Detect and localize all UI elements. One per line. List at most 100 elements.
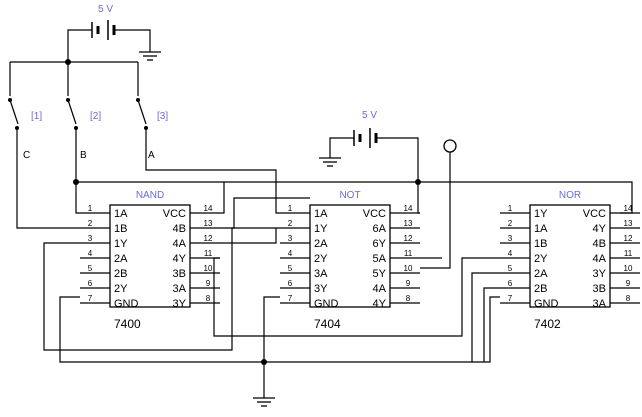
middle-battery-symbol xyxy=(353,128,378,148)
pin-label: 4A xyxy=(173,238,187,250)
pin-number: 8 xyxy=(406,294,411,303)
pin-label: 2A xyxy=(314,238,328,250)
pin-label: 3A xyxy=(593,298,607,310)
pin-label: 3A xyxy=(173,283,187,295)
pin-number: 7 xyxy=(288,294,293,303)
switch-2: [2] B xyxy=(66,62,101,214)
pin-label: VCC xyxy=(163,208,186,220)
pin-number: 12 xyxy=(404,234,413,243)
pin-number: 9 xyxy=(406,279,411,288)
pin-number: 6 xyxy=(288,279,293,288)
pin-number: 11 xyxy=(204,249,213,258)
pin-label: 1A xyxy=(114,208,128,220)
switch-1-tag: [1] xyxy=(31,111,42,122)
pin-label: GND xyxy=(534,298,559,310)
pin-label: 3A xyxy=(314,268,328,280)
pin-number: 7 xyxy=(508,294,513,303)
chip-type-label: NOT xyxy=(339,190,360,201)
pin-label: 2Y xyxy=(534,253,548,265)
top-battery-symbol xyxy=(91,20,116,40)
switch-2-tag: [2] xyxy=(90,111,101,122)
output-probe xyxy=(420,139,457,269)
pin-label: 3Y xyxy=(314,283,328,295)
top-power-supply: 5 V xyxy=(10,4,161,65)
gnd-junction-dot xyxy=(261,359,267,365)
pin-number: 8 xyxy=(626,294,631,303)
pin-label: 2B xyxy=(534,283,547,295)
pin-number: 14 xyxy=(404,204,413,213)
pin-label: 2B xyxy=(114,268,127,280)
pin-number: 5 xyxy=(88,264,93,273)
switch-3-tag: [3] xyxy=(157,111,168,122)
pin-number: 10 xyxy=(204,264,213,273)
pin-label: 4Y xyxy=(173,253,187,265)
pin-label: 1Y xyxy=(114,238,128,250)
pin-label: VCC xyxy=(583,208,606,220)
pin-label: 4B xyxy=(593,238,606,250)
chip-type-label: NOR xyxy=(559,190,581,201)
pin-number: 11 xyxy=(624,249,633,258)
pin-label: 1A xyxy=(314,208,328,220)
pin-number: 2 xyxy=(508,219,513,228)
pin-number: 1 xyxy=(508,204,513,213)
chip-part-number: 7404 xyxy=(314,317,341,331)
middle-ground-icon xyxy=(319,157,341,167)
pin-number: 12 xyxy=(204,234,213,243)
top-ground-icon xyxy=(139,51,161,61)
pin-number: 2 xyxy=(88,219,93,228)
pin-label: 4A xyxy=(593,253,607,265)
pin-label: 6A xyxy=(373,223,387,235)
probe-icon xyxy=(443,139,457,153)
pin-label: 3B xyxy=(173,268,186,280)
pin-number: 13 xyxy=(624,219,633,228)
pin-label: 4B xyxy=(173,223,186,235)
pin-number: 4 xyxy=(288,249,293,258)
pin-number: 11 xyxy=(404,249,413,258)
switch-3: [3] A xyxy=(136,62,280,214)
pin-number: 13 xyxy=(404,219,413,228)
chip-part-number: 7402 xyxy=(534,317,561,331)
pin-number: 1 xyxy=(288,204,293,213)
pin-label: 5Y xyxy=(373,268,387,280)
pin-label: 1A xyxy=(534,223,548,235)
pin-label: 1B xyxy=(114,223,127,235)
pin-number: 2 xyxy=(288,219,293,228)
pin-label: 1Y xyxy=(534,208,548,220)
chip-body xyxy=(309,204,391,308)
pin-label: 2A xyxy=(114,253,128,265)
pin-number: 6 xyxy=(508,279,513,288)
pin-label: 4A xyxy=(373,283,387,295)
switch-1-signal: C xyxy=(23,150,30,161)
pin-label: GND xyxy=(114,298,139,310)
bottom-ground-icon xyxy=(253,397,275,407)
pin-label: 3B xyxy=(593,283,606,295)
switch-1: [1] C xyxy=(8,62,80,229)
pin-number: 5 xyxy=(508,264,513,273)
pin-number: 7 xyxy=(88,294,93,303)
pin-number: 1 xyxy=(88,204,93,213)
pin-number: 3 xyxy=(88,234,93,243)
pin-label: 3Y xyxy=(593,268,607,280)
pin-label: 2A xyxy=(534,268,548,280)
pin-label: 3Y xyxy=(173,298,187,310)
pin-number: 4 xyxy=(88,249,93,258)
pin-number: 14 xyxy=(624,204,633,213)
switch-2-signal: B xyxy=(80,150,87,161)
pin-label: 4Y xyxy=(373,298,387,310)
pin-number: 6 xyxy=(88,279,93,288)
pin-number: 12 xyxy=(624,234,633,243)
pin-number: 10 xyxy=(624,264,633,273)
pin-label: 5A xyxy=(373,253,387,265)
pin-label: 4Y xyxy=(593,223,607,235)
pin-number: 5 xyxy=(288,264,293,273)
pin-label: 6Y xyxy=(373,238,387,250)
pin-number: 9 xyxy=(206,279,211,288)
switch-3-signal: A xyxy=(148,150,155,161)
interconnect-wires xyxy=(43,197,500,407)
pin-number: 13 xyxy=(204,219,213,228)
